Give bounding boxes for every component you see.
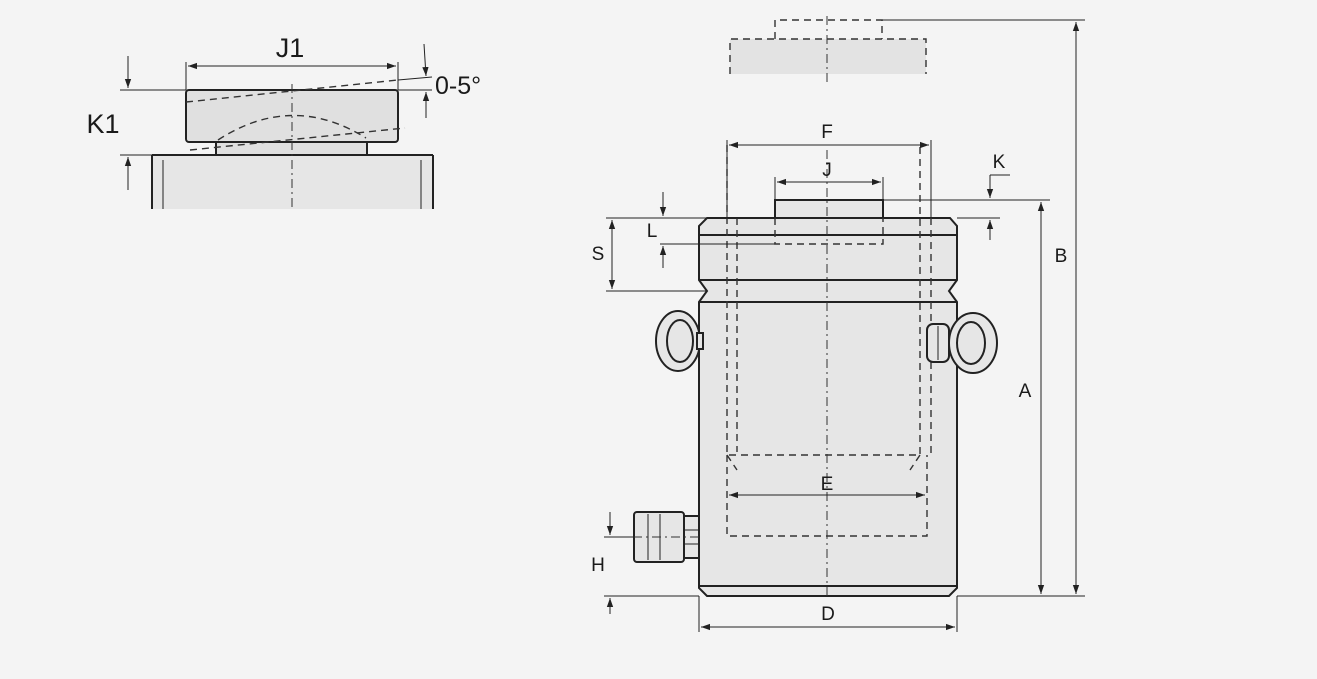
label-a: A [1019,381,1032,402]
detail-tilt-line-bottom [189,127,406,151]
label-j1: J1 [276,33,305,63]
label-s: S [592,244,605,265]
plunger-top [774,199,884,219]
detail-view: J1 K1 0-5° [86,33,481,209]
cylinder-body [698,217,958,597]
extended-saddle-phantom [729,19,927,74]
label-e: E [821,474,834,495]
main-view: F J K L S E H D [591,16,1085,632]
detail-spherical-seat [217,114,367,141]
label-j: J [822,160,832,181]
label-f: F [821,122,833,143]
label-h: H [591,555,605,576]
label-k1: K1 [86,109,119,139]
label-b: B [1055,246,1068,267]
label-l: L [647,221,658,242]
right-lifting-handle [926,312,998,374]
label-k: K [993,152,1006,173]
dim-line-tilt-upper [422,43,429,77]
left-lifting-handle [655,310,704,372]
label-tilt-angle: 0-5° [435,72,481,100]
label-d: D [821,604,835,625]
